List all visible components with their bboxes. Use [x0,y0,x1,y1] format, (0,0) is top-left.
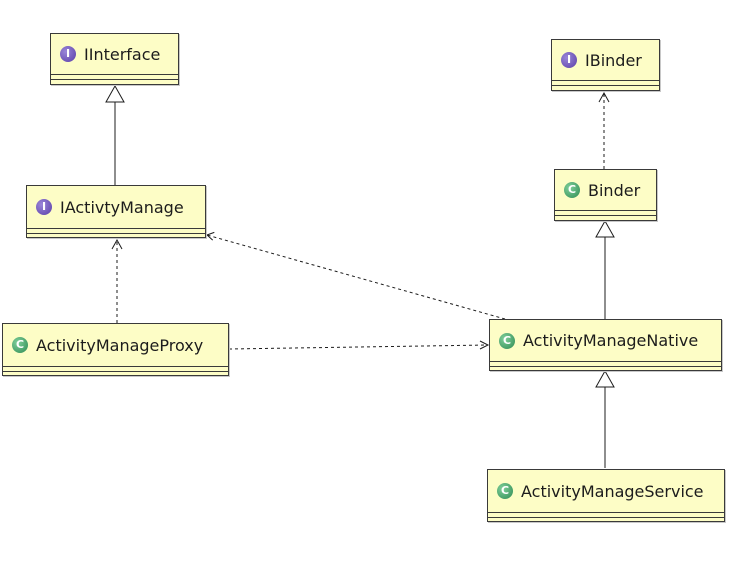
operations-divider [490,366,721,367]
class-box-binder[interactable]: C Binder [554,169,657,221]
operations-divider [552,85,659,86]
operations-divider [3,371,228,372]
attributes-divider [3,366,228,367]
edge-iactivtymanage-to-iinterface [105,84,125,185]
class-icon: C [564,182,580,198]
class-box-activitymanageservice[interactable]: C ActivityManageService [487,469,725,522]
class-box-header: C ActivityManageProxy [3,324,228,366]
attributes-divider [488,512,724,513]
class-name-ibinder: IBinder [585,50,642,70]
class-box-header: I IActivtyManage [27,186,205,228]
class-box-iinterface[interactable]: I IInterface [50,33,179,85]
class-box-header: C ActivityManageNative [490,320,721,361]
operations-divider [488,517,724,518]
attributes-divider [27,228,205,229]
operations-divider [51,79,178,80]
edge-activitymanageproxy-to-activitymanagenative [228,340,490,350]
attributes-divider [552,80,659,81]
class-box-header: I IInterface [51,34,178,74]
class-box-iactivtymanage[interactable]: I IActivtyManage [26,185,206,238]
class-name-iactivtymanage: IActivtyManage [60,197,184,217]
class-name-activitymanagenative: ActivityManageNative [523,331,699,350]
class-icon: C [499,332,515,349]
attributes-divider [490,361,721,362]
operations-divider [27,233,205,234]
class-box-header: C ActivityManageService [488,470,724,512]
edge-activitymanageservice-to-activitymanagenative [595,369,615,468]
class-name-binder: Binder [588,180,641,200]
class-box-activitymanageproxy[interactable]: C ActivityManageProxy [2,323,229,376]
interface-icon: I [36,199,52,215]
class-icon: C [497,483,513,499]
attributes-divider [51,74,178,75]
class-name-activitymanageproxy: ActivityManageProxy [36,335,204,355]
edge-activitymanagenative-to-iactivtymanage [206,231,506,320]
class-box-activitymanagenative[interactable]: C ActivityManageNative [489,319,722,371]
class-box-header: I IBinder [552,40,659,80]
operations-divider [555,215,656,216]
edge-activitymanagenative-to-binder [595,219,615,319]
interface-icon: I [60,46,76,62]
class-box-header: C Binder [555,170,656,210]
attributes-divider [555,210,656,211]
edge-activitymanageproxy-to-iactivtymanage [111,238,123,323]
class-name-activitymanageservice: ActivityManageService [521,481,704,501]
class-box-ibinder[interactable]: I IBinder [551,39,660,91]
interface-icon: I [561,52,577,68]
edge-binder-to-ibinder [598,91,610,169]
class-icon: C [12,337,28,353]
class-name-iinterface: IInterface [84,44,161,64]
